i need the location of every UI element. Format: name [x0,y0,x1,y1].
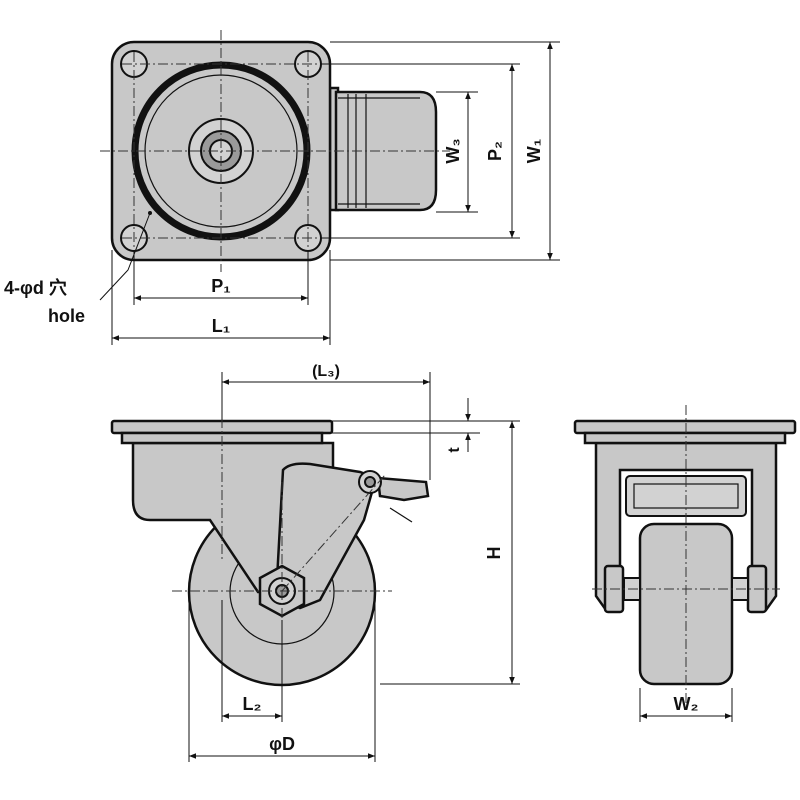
side-view: (L₃) t H L₂ φD [110,363,520,762]
label-l1: L₁ [212,316,230,336]
label-hole-jp: 4-φd 穴 [4,277,67,298]
hole-leader [99,212,151,301]
label-w3: W₃ [443,138,463,163]
label-h: H [484,547,504,560]
label-p2: P₂ [485,141,505,161]
top-view: P₁ L₁ W₁ P₂ W₃ 4-φd 穴 hole [4,30,560,345]
label-d: φD [269,734,295,754]
label-l2: L₂ [243,694,262,714]
label-p1: P₁ [211,276,230,296]
brake-lever [274,462,378,610]
front-top-plate [573,419,797,435]
label-w1: W₁ [524,139,544,163]
label-t: t [446,447,463,453]
brake-pedal [376,476,430,502]
brake-housing [328,86,438,212]
label-l3: (L₃) [312,363,340,380]
front-view: W₂ [573,405,797,722]
label-w2: W₂ [674,694,699,714]
label-hole-en: hole [48,306,85,326]
